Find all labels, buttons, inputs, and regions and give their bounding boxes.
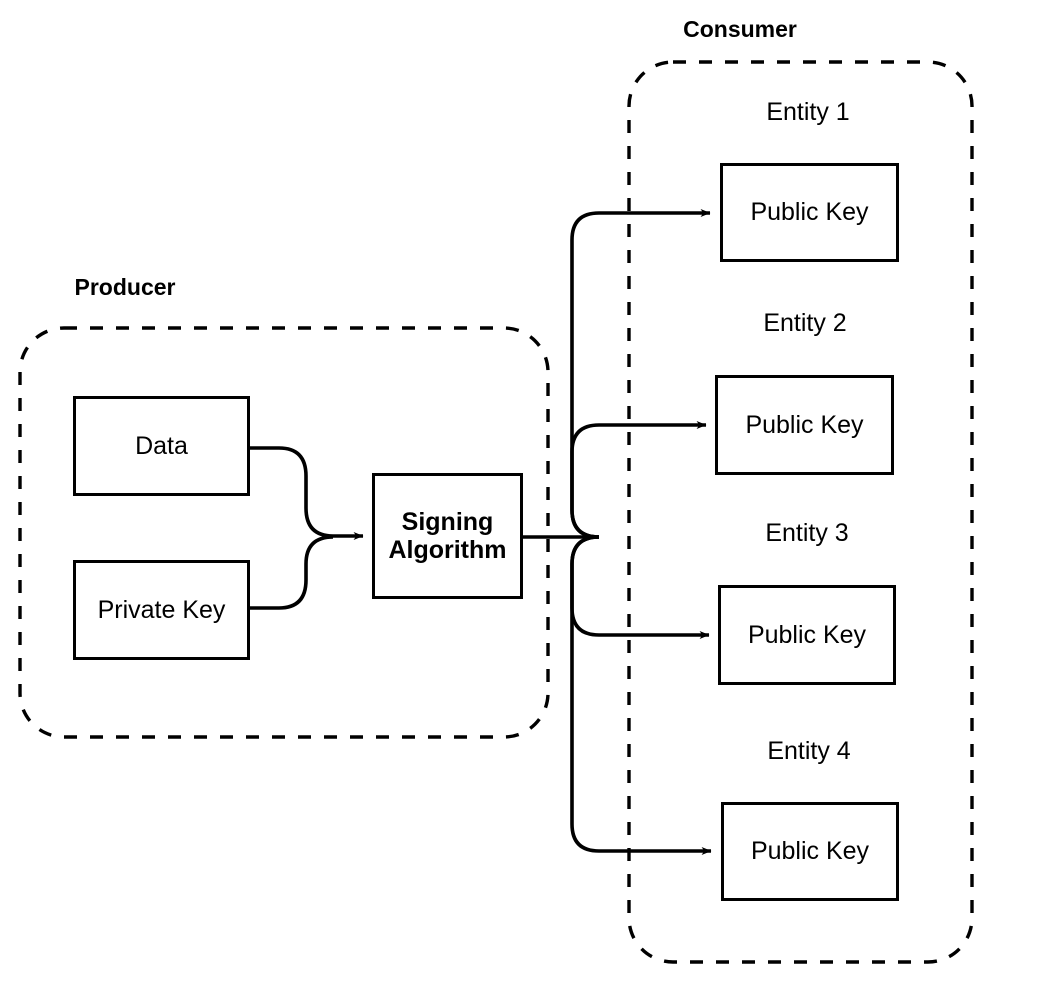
edge-data-to-signing (250, 446, 364, 540)
entity-1-label: Entity 1 (766, 98, 850, 126)
node-entity-1-public-key[interactable]: Public Key (720, 163, 899, 262)
edge-signing-to-entity3-key (570, 535, 710, 639)
node-data-label: Data (135, 431, 188, 460)
node-signing-algorithm-line2: Algorithm (388, 536, 507, 564)
node-entity-3-public-key[interactable]: Public Key (718, 585, 896, 685)
entity-4-label: Entity 4 (767, 737, 851, 765)
edge-signing-to-entity4-key (570, 535, 712, 855)
producer-group-label: Producer (74, 274, 176, 300)
edge-signing-to-entity1-key (570, 209, 711, 539)
node-signing-algorithm-label: Signing Algorithm (388, 508, 506, 564)
entity-3-label: Entity 3 (765, 519, 849, 547)
node-entity-4-public-key-label: Public Key (750, 837, 870, 865)
node-entity-2-public-key[interactable]: Public Key (715, 375, 894, 475)
node-private-key[interactable]: Private Key (73, 560, 250, 660)
node-signing-algorithm[interactable]: Signing Algorithm (372, 473, 523, 599)
node-entity-1-public-key-label: Public Key (750, 198, 869, 226)
node-signing-algorithm-line1: Signing (401, 508, 494, 536)
node-private-key-label: Private Key (97, 595, 226, 624)
entity-2-label: Entity 2 (763, 309, 847, 337)
node-data[interactable]: Data (73, 396, 250, 496)
node-entity-4-public-key[interactable]: Public Key (721, 802, 899, 901)
node-entity-3-public-key-label: Public Key (747, 620, 867, 649)
consumer-group-label: Consumer (683, 16, 797, 42)
edge-privatekey-to-signing (250, 535, 334, 610)
edge-signing-to-entity2-key (570, 421, 707, 539)
node-entity-2-public-key-label: Public Key (745, 410, 864, 439)
